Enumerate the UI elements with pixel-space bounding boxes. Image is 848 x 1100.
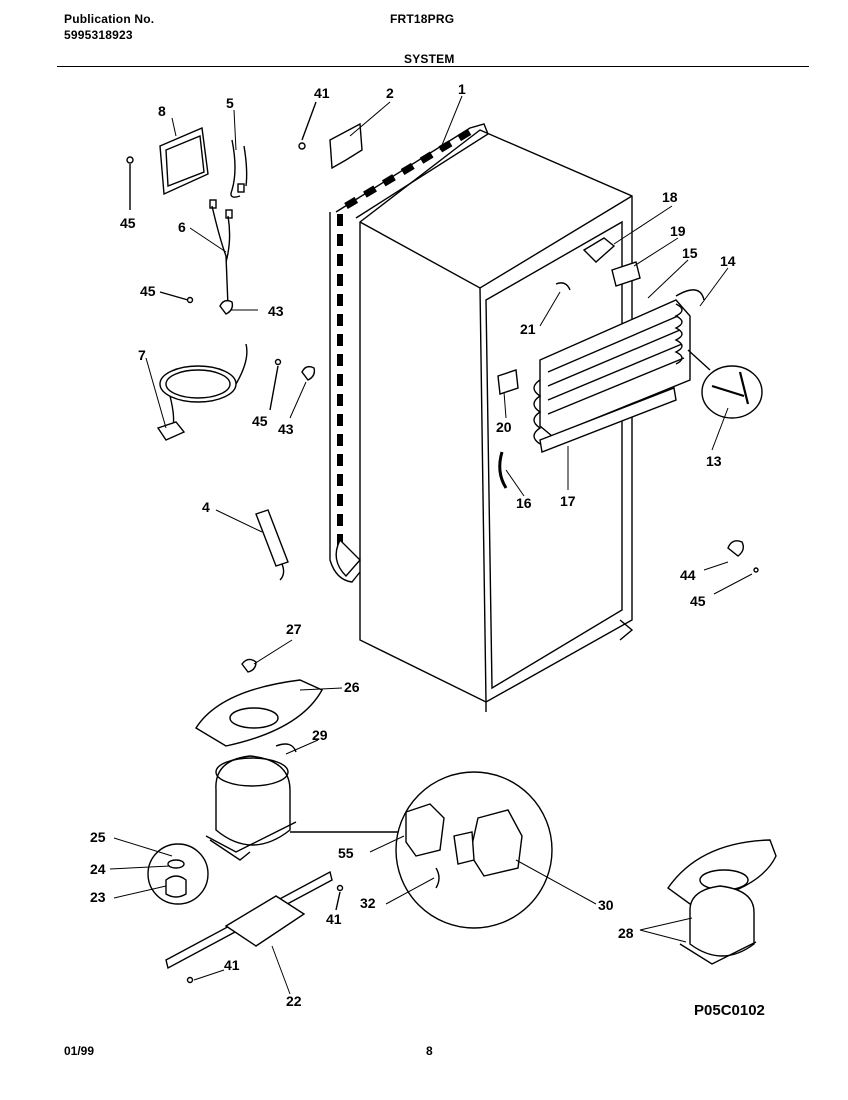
callout-32: 32 [360,895,376,911]
cabinet [359,129,634,712]
callout-28: 28 [618,925,634,941]
callout-1: 1 [458,81,466,97]
callout-45-d: 45 [690,593,706,609]
callout-18: 18 [662,189,678,205]
callout-4: 4 [202,499,210,515]
condenser-coil [329,123,489,583]
callout-43-b: 43 [278,421,294,437]
model-number: FRT18PRG [390,12,455,26]
publication-label: Publication No. [64,12,155,26]
callout-25: 25 [90,829,106,845]
callout-55: 55 [338,845,354,861]
callout-15: 15 [682,245,698,261]
callout-17: 17 [560,493,576,509]
publication-number: 5995318923 [64,28,133,42]
callout-26: 26 [344,679,360,695]
callout-13: 13 [706,453,722,469]
callout-19: 19 [670,223,686,239]
callout-16: 16 [516,495,532,511]
callout-29: 29 [312,727,328,743]
diagram-code: P05C0102 [694,1002,765,1019]
section-title: SYSTEM [404,52,455,66]
callout-45-a: 45 [120,215,136,231]
callout-8: 8 [158,103,166,119]
callout-41-mid: 41 [326,911,342,927]
callout-41-top: 41 [314,85,330,101]
callout-2: 2 [386,85,394,101]
callout-14: 14 [720,253,736,269]
callout-7: 7 [138,347,146,363]
header-rule [57,66,809,67]
callout-20: 20 [496,419,512,435]
callout-6: 6 [178,219,186,235]
page-number: 8 [426,1044,433,1058]
callout-44: 44 [680,567,696,583]
evaporator [533,289,705,453]
callout-45-b: 45 [140,283,156,299]
callout-5: 5 [226,95,234,111]
callout-30: 30 [598,897,614,913]
callout-45-c: 45 [252,413,268,429]
callout-43-a: 43 [268,303,284,319]
footer-date: 01/99 [64,1044,95,1058]
callout-23: 23 [90,889,106,905]
callout-labels: 1 2 41 8 5 45 6 45 43 7 45 43 4 27 26 29… [90,81,736,1009]
callout-41-low: 41 [224,957,240,973]
callout-21: 21 [520,321,536,337]
callout-27: 27 [286,621,302,637]
callout-22: 22 [286,993,302,1009]
callout-24: 24 [90,861,106,877]
screws [126,101,344,984]
